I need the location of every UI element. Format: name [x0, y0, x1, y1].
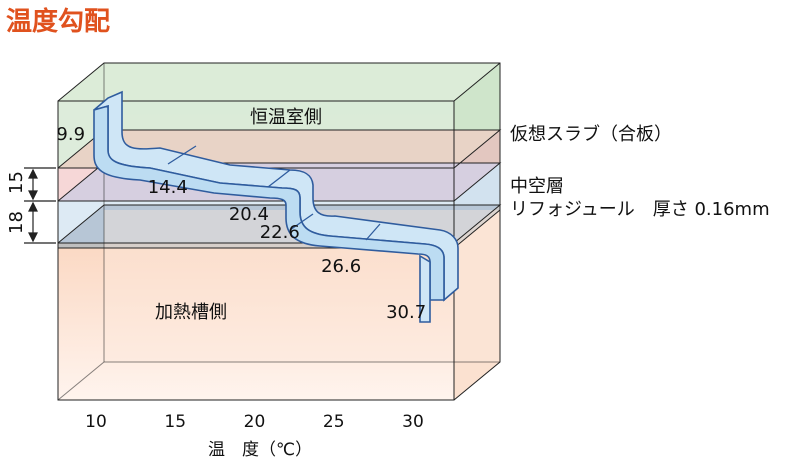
x-tick-30: 30	[402, 412, 424, 432]
dimension-18: 18	[6, 211, 27, 234]
box-top-face	[58, 63, 500, 101]
temperature-point-14.4: 14.4	[148, 177, 188, 198]
page-title: 温度勾配	[6, 6, 110, 37]
x-axis-ticks: 10 15 20 25 30	[85, 412, 424, 432]
heater-side-label: 加熱槽側	[155, 302, 227, 323]
x-tick-10: 10	[85, 412, 107, 432]
x-tick-20: 20	[244, 412, 266, 432]
heater-side	[454, 210, 500, 400]
curve-bottom-strip	[419, 254, 431, 323]
temperature-point-labels: 9.9 14.4 20.422.6 26.6 30.7	[56, 124, 426, 323]
x-axis-label: 温 度（℃）	[208, 440, 312, 460]
module-side	[454, 205, 500, 248]
temperature-point-26.6: 26.6	[321, 256, 361, 277]
temperature-point-22.6: 22.6	[260, 222, 300, 243]
temperature-curve	[93, 90, 459, 323]
layer-label-module: リフォジュール 厚さ 0.16mm	[510, 199, 770, 220]
temperature-point-20.4: 20.4	[229, 204, 269, 225]
x-tick-15: 15	[164, 412, 186, 432]
layer-label-hollow: 中空層	[510, 176, 564, 197]
temperature-point-9.9: 9.9	[56, 124, 85, 145]
x-tick-25: 25	[323, 412, 345, 432]
curve-section-lines	[167, 145, 381, 241]
curve-front-edge	[93, 104, 445, 301]
dimension-markers	[24, 167, 56, 244]
temperature-point-30.7: 30.7	[386, 302, 426, 323]
dimension-15: 15	[6, 171, 27, 194]
room-side-label: 恒温室側	[250, 107, 322, 128]
layer-label-slab: 仮想スラブ（合板）	[510, 123, 672, 145]
